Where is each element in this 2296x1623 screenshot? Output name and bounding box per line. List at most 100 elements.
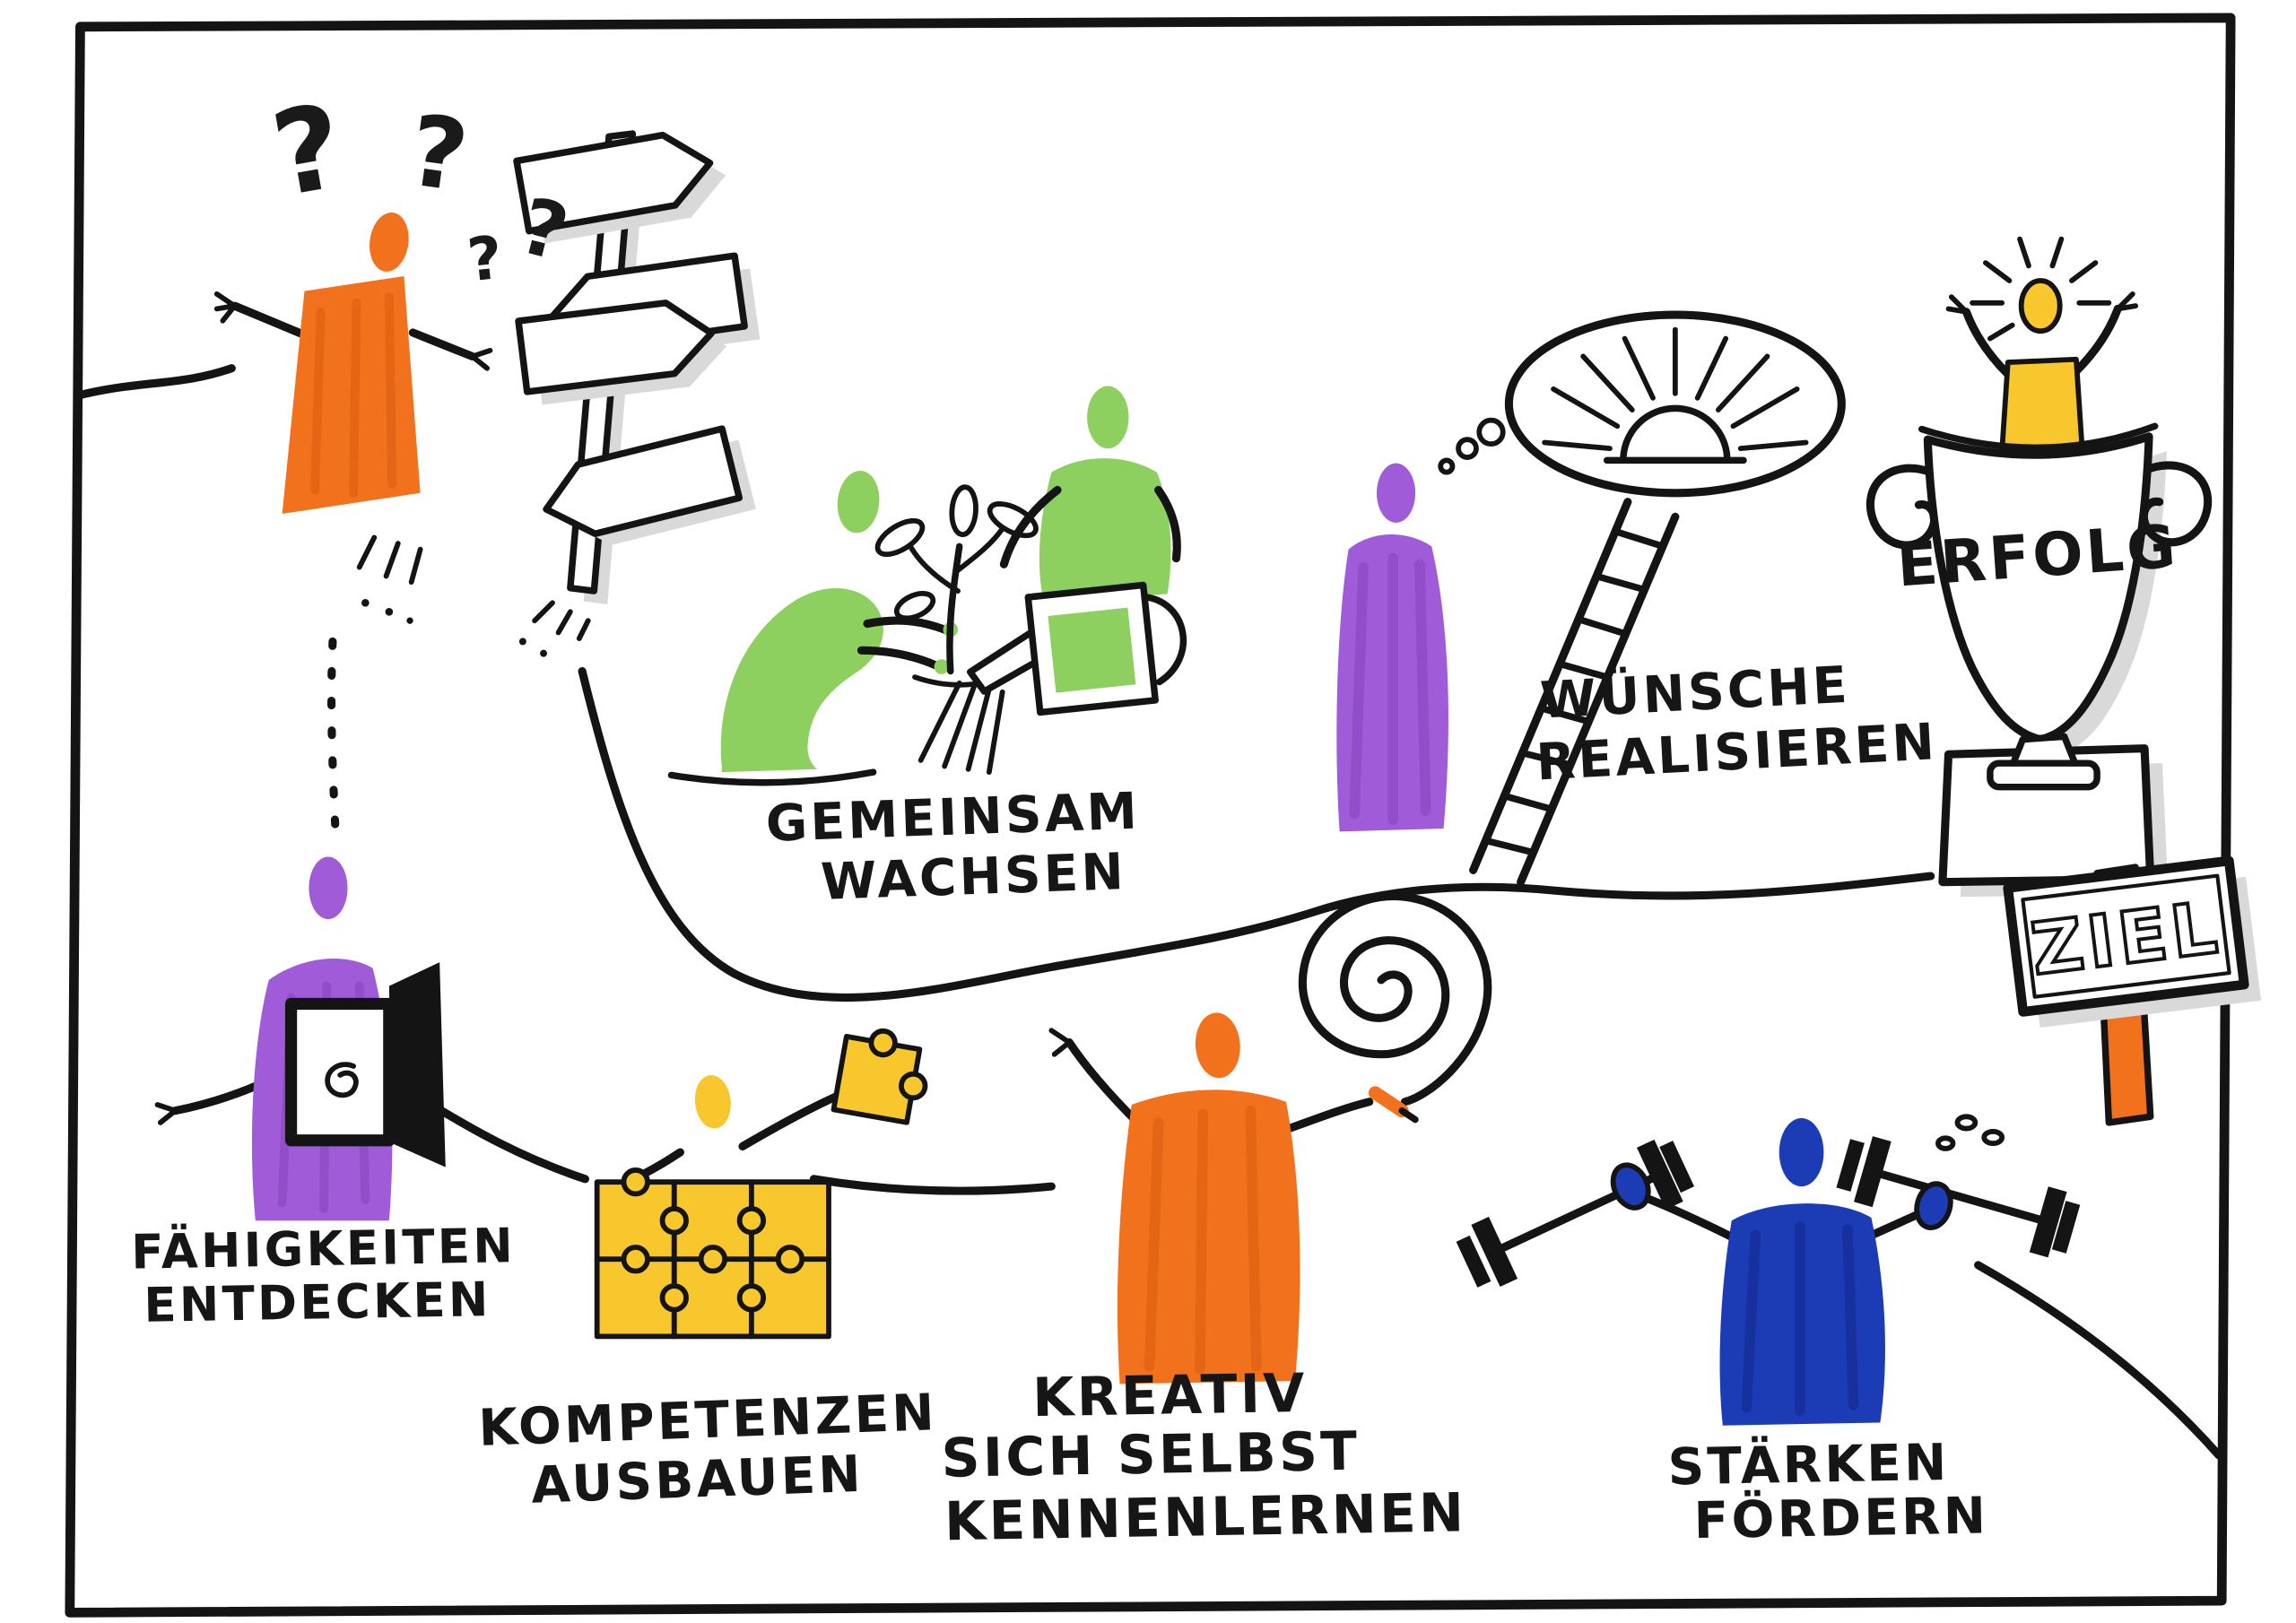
signpost-base-debris bbox=[518, 600, 591, 657]
erfolg-scene: ERFOLG bbox=[1866, 236, 2213, 898]
label-faehigkeiten-line2: ENTDECKEN bbox=[144, 1272, 491, 1333]
label-kreativ-line3: KENNENLERNEN bbox=[944, 1482, 1467, 1553]
plant-leaf-top bbox=[949, 484, 978, 538]
puzzle-piece-floating bbox=[831, 1028, 928, 1125]
dumbbell-plate bbox=[1659, 1141, 1695, 1193]
ladder-rungs bbox=[1482, 528, 1667, 856]
path-connector-left bbox=[417, 1094, 589, 1184]
big-spiral bbox=[1298, 892, 1492, 1107]
dotted-trail bbox=[327, 637, 340, 839]
dumbbell-plate bbox=[1636, 1139, 1683, 1210]
winner-body bbox=[1999, 356, 2085, 455]
ladder-figure-streaks bbox=[1349, 552, 1431, 825]
spiral-figure-head bbox=[1195, 1012, 1240, 1079]
label-kompetenzen-line1: KOMPETENZEN bbox=[477, 1384, 937, 1458]
pen bbox=[1368, 1086, 1409, 1118]
label-staerken-line1: STÄRKEN bbox=[1667, 1432, 1950, 1497]
confused-right-hand bbox=[469, 347, 493, 371]
dumbbell-right bbox=[1836, 1136, 2081, 1258]
sun-rays bbox=[1542, 326, 1809, 452]
ziel-motion-dots bbox=[1935, 1114, 2005, 1151]
blue-hand-right bbox=[1914, 1181, 1953, 1230]
ziel-scene: ZIEL bbox=[1935, 855, 2262, 1151]
puzzle-knob bbox=[621, 1245, 650, 1274]
puzzle-knob bbox=[736, 1206, 767, 1236]
ziel-board: ZIEL bbox=[2003, 855, 2262, 1028]
spiral-figure-hand-left bbox=[1048, 1028, 1073, 1057]
kreativ-scene: KREATIV SICH SELBST KENNENLERNEN bbox=[941, 892, 1492, 1553]
signpost bbox=[513, 130, 761, 657]
label-faehigkeiten-line1: FÄHIGKEITEN bbox=[131, 1217, 517, 1280]
plant-stem bbox=[946, 542, 963, 675]
sign-arrow-3 bbox=[515, 299, 727, 405]
ladder-rail-left bbox=[1469, 498, 1632, 874]
label-gemeinsam-line2: WACHSEN bbox=[820, 843, 1127, 912]
spiral-figure-arm-right bbox=[1284, 1098, 1374, 1133]
plant-leaf-left bbox=[874, 517, 926, 558]
wuensche-scene: WÜNSCHE REALISIEREN bbox=[1336, 310, 1939, 887]
label-gemeinsam-line1: GEMEINSAM bbox=[765, 782, 1141, 854]
spiral-figure-body bbox=[1117, 1089, 1300, 1384]
sun-semicircle bbox=[1620, 404, 1731, 464]
ladder-rail-right bbox=[1517, 512, 1680, 887]
winner-rays bbox=[1970, 236, 2112, 342]
staerken-scene: STÄRKEN FÖRDERN bbox=[1456, 1117, 2081, 1550]
thought-dot-2 bbox=[1456, 437, 1479, 460]
question-mark-1: ? bbox=[263, 79, 352, 223]
cup-rim bbox=[1918, 422, 2159, 452]
dumbbell-plate bbox=[2051, 1201, 2081, 1254]
dumbbell-plate bbox=[1456, 1235, 1492, 1288]
path-main bbox=[578, 666, 1935, 1002]
winner-hand-right bbox=[2115, 291, 2139, 312]
kompetenzen-scene: KOMPETENZEN AUSBAUEN bbox=[477, 1028, 938, 1515]
kneeling-figure-body bbox=[720, 588, 883, 773]
winner-figure bbox=[1945, 236, 2139, 455]
path-connector-mid bbox=[809, 1175, 1056, 1195]
gemeinsam-scene: GEMEINSAM WACHSEN bbox=[667, 386, 1187, 912]
spiral-figure-streaks bbox=[1144, 1105, 1262, 1375]
confused-right-arm bbox=[408, 328, 477, 360]
dumbbell-plate bbox=[2029, 1186, 2067, 1258]
ground-under-kneeler bbox=[667, 768, 877, 786]
ladder-figure-head bbox=[1377, 463, 1416, 523]
puzzle-knob bbox=[775, 1245, 805, 1274]
winner-hand-left bbox=[1945, 294, 1970, 315]
puzzle-figure-arm-right bbox=[738, 1091, 842, 1150]
puzzle-grid bbox=[594, 1167, 831, 1340]
label-kreativ-line1: KREATIV bbox=[1032, 1363, 1309, 1429]
kneeling-arm-upper bbox=[863, 616, 949, 634]
ziel-board-face bbox=[2003, 855, 2249, 1017]
kneeling-figure-head bbox=[837, 471, 880, 534]
thought-dot-1 bbox=[1438, 457, 1456, 475]
blue-hand-left bbox=[1610, 1162, 1651, 1211]
watering-figure-body bbox=[1039, 458, 1171, 603]
cup-base bbox=[1987, 759, 2100, 791]
dream-cloud bbox=[1438, 310, 1846, 498]
ground-line-left bbox=[75, 364, 236, 400]
frame-border bbox=[65, 13, 2236, 1618]
dumbbell-right-bar bbox=[1877, 1170, 2043, 1224]
puzzle-knob bbox=[621, 1167, 650, 1197]
puzzle-knob bbox=[736, 1283, 767, 1313]
watering-arm-right bbox=[1154, 485, 1181, 563]
ladder bbox=[1469, 498, 1680, 887]
sign-arrow-1 bbox=[513, 131, 726, 244]
label-kompetenzen-line2: AUSBAUEN bbox=[530, 1445, 865, 1515]
spiral-figure-arm-left bbox=[1065, 1037, 1142, 1127]
door-figure-head bbox=[309, 856, 348, 920]
faehigkeiten-scene: FÄHIGKEITEN ENTDECKEN bbox=[131, 856, 517, 1333]
label-kreativ-line2: SICH SELBST bbox=[941, 1421, 1361, 1490]
puzzle-figure-head bbox=[694, 1075, 731, 1129]
confused-left-arm bbox=[230, 301, 310, 340]
puzzle-knob bbox=[659, 1206, 689, 1236]
open-door-panel bbox=[388, 962, 446, 1167]
door-figure-hand bbox=[154, 1102, 178, 1125]
kneeling-arm-lower bbox=[857, 646, 940, 670]
winner-arm-left bbox=[1961, 308, 2013, 378]
dumbbell-left bbox=[1456, 1139, 1695, 1288]
confused-head bbox=[370, 212, 409, 272]
label-staerken-line2: FÖRDERN bbox=[1693, 1484, 1989, 1550]
dumbbell-plate bbox=[1854, 1136, 1892, 1208]
